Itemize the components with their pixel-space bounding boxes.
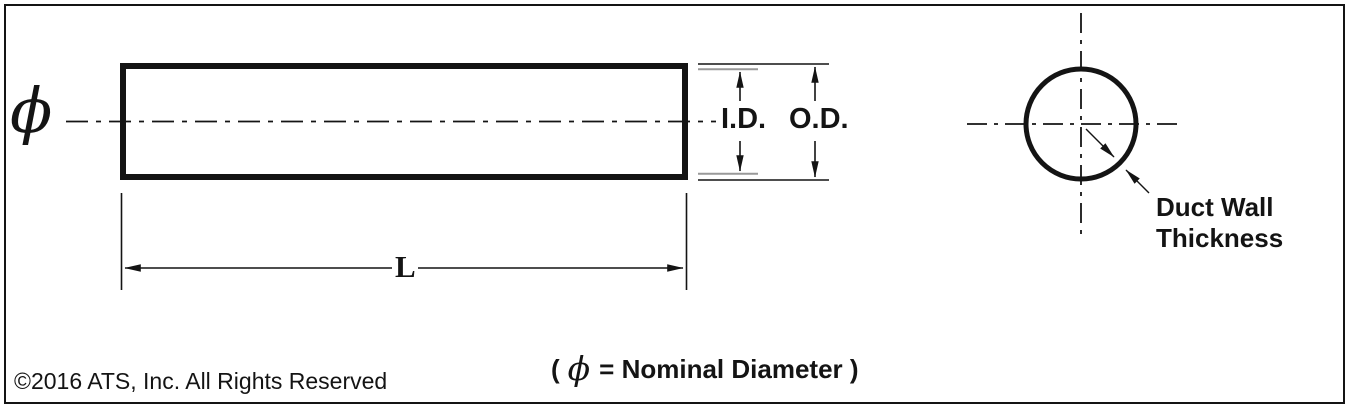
caption-text: = Nominal Diameter ) — [599, 354, 859, 384]
wall-thickness-leader — [1085, 128, 1150, 194]
length-label: L — [395, 249, 416, 284]
leader-arrow-inner — [1085, 128, 1115, 158]
duct-wall-thickness-line2: Thickness — [1156, 223, 1284, 253]
duct-side-view — [66, 63, 716, 180]
outer-diameter-label: O.D. — [789, 103, 849, 135]
caption-open-paren: ( — [551, 354, 560, 384]
leader-arrow-outer — [1125, 169, 1150, 194]
duct-wall-thickness-line1: Duct Wall — [1156, 192, 1274, 222]
copyright-text: ©2016 ATS, Inc. All Rights Reserved — [14, 368, 388, 394]
duct-end-view — [967, 13, 1184, 234]
nominal-diameter-caption: (ϕ = Nominal Diameter ) — [551, 352, 861, 386]
duct-end-circle — [1023, 66, 1139, 182]
inner-diameter-label: I.D. — [721, 103, 767, 135]
duct-wall-thickness-label: Duct Wall Thickness — [1156, 192, 1283, 254]
id-od-dimensions — [698, 63, 829, 181]
length-dimension — [120, 193, 688, 290]
caption-phi-symbol: ϕ — [567, 349, 591, 388]
phi-symbol: ϕ — [10, 74, 53, 147]
drawing-border — [4, 4, 1345, 404]
